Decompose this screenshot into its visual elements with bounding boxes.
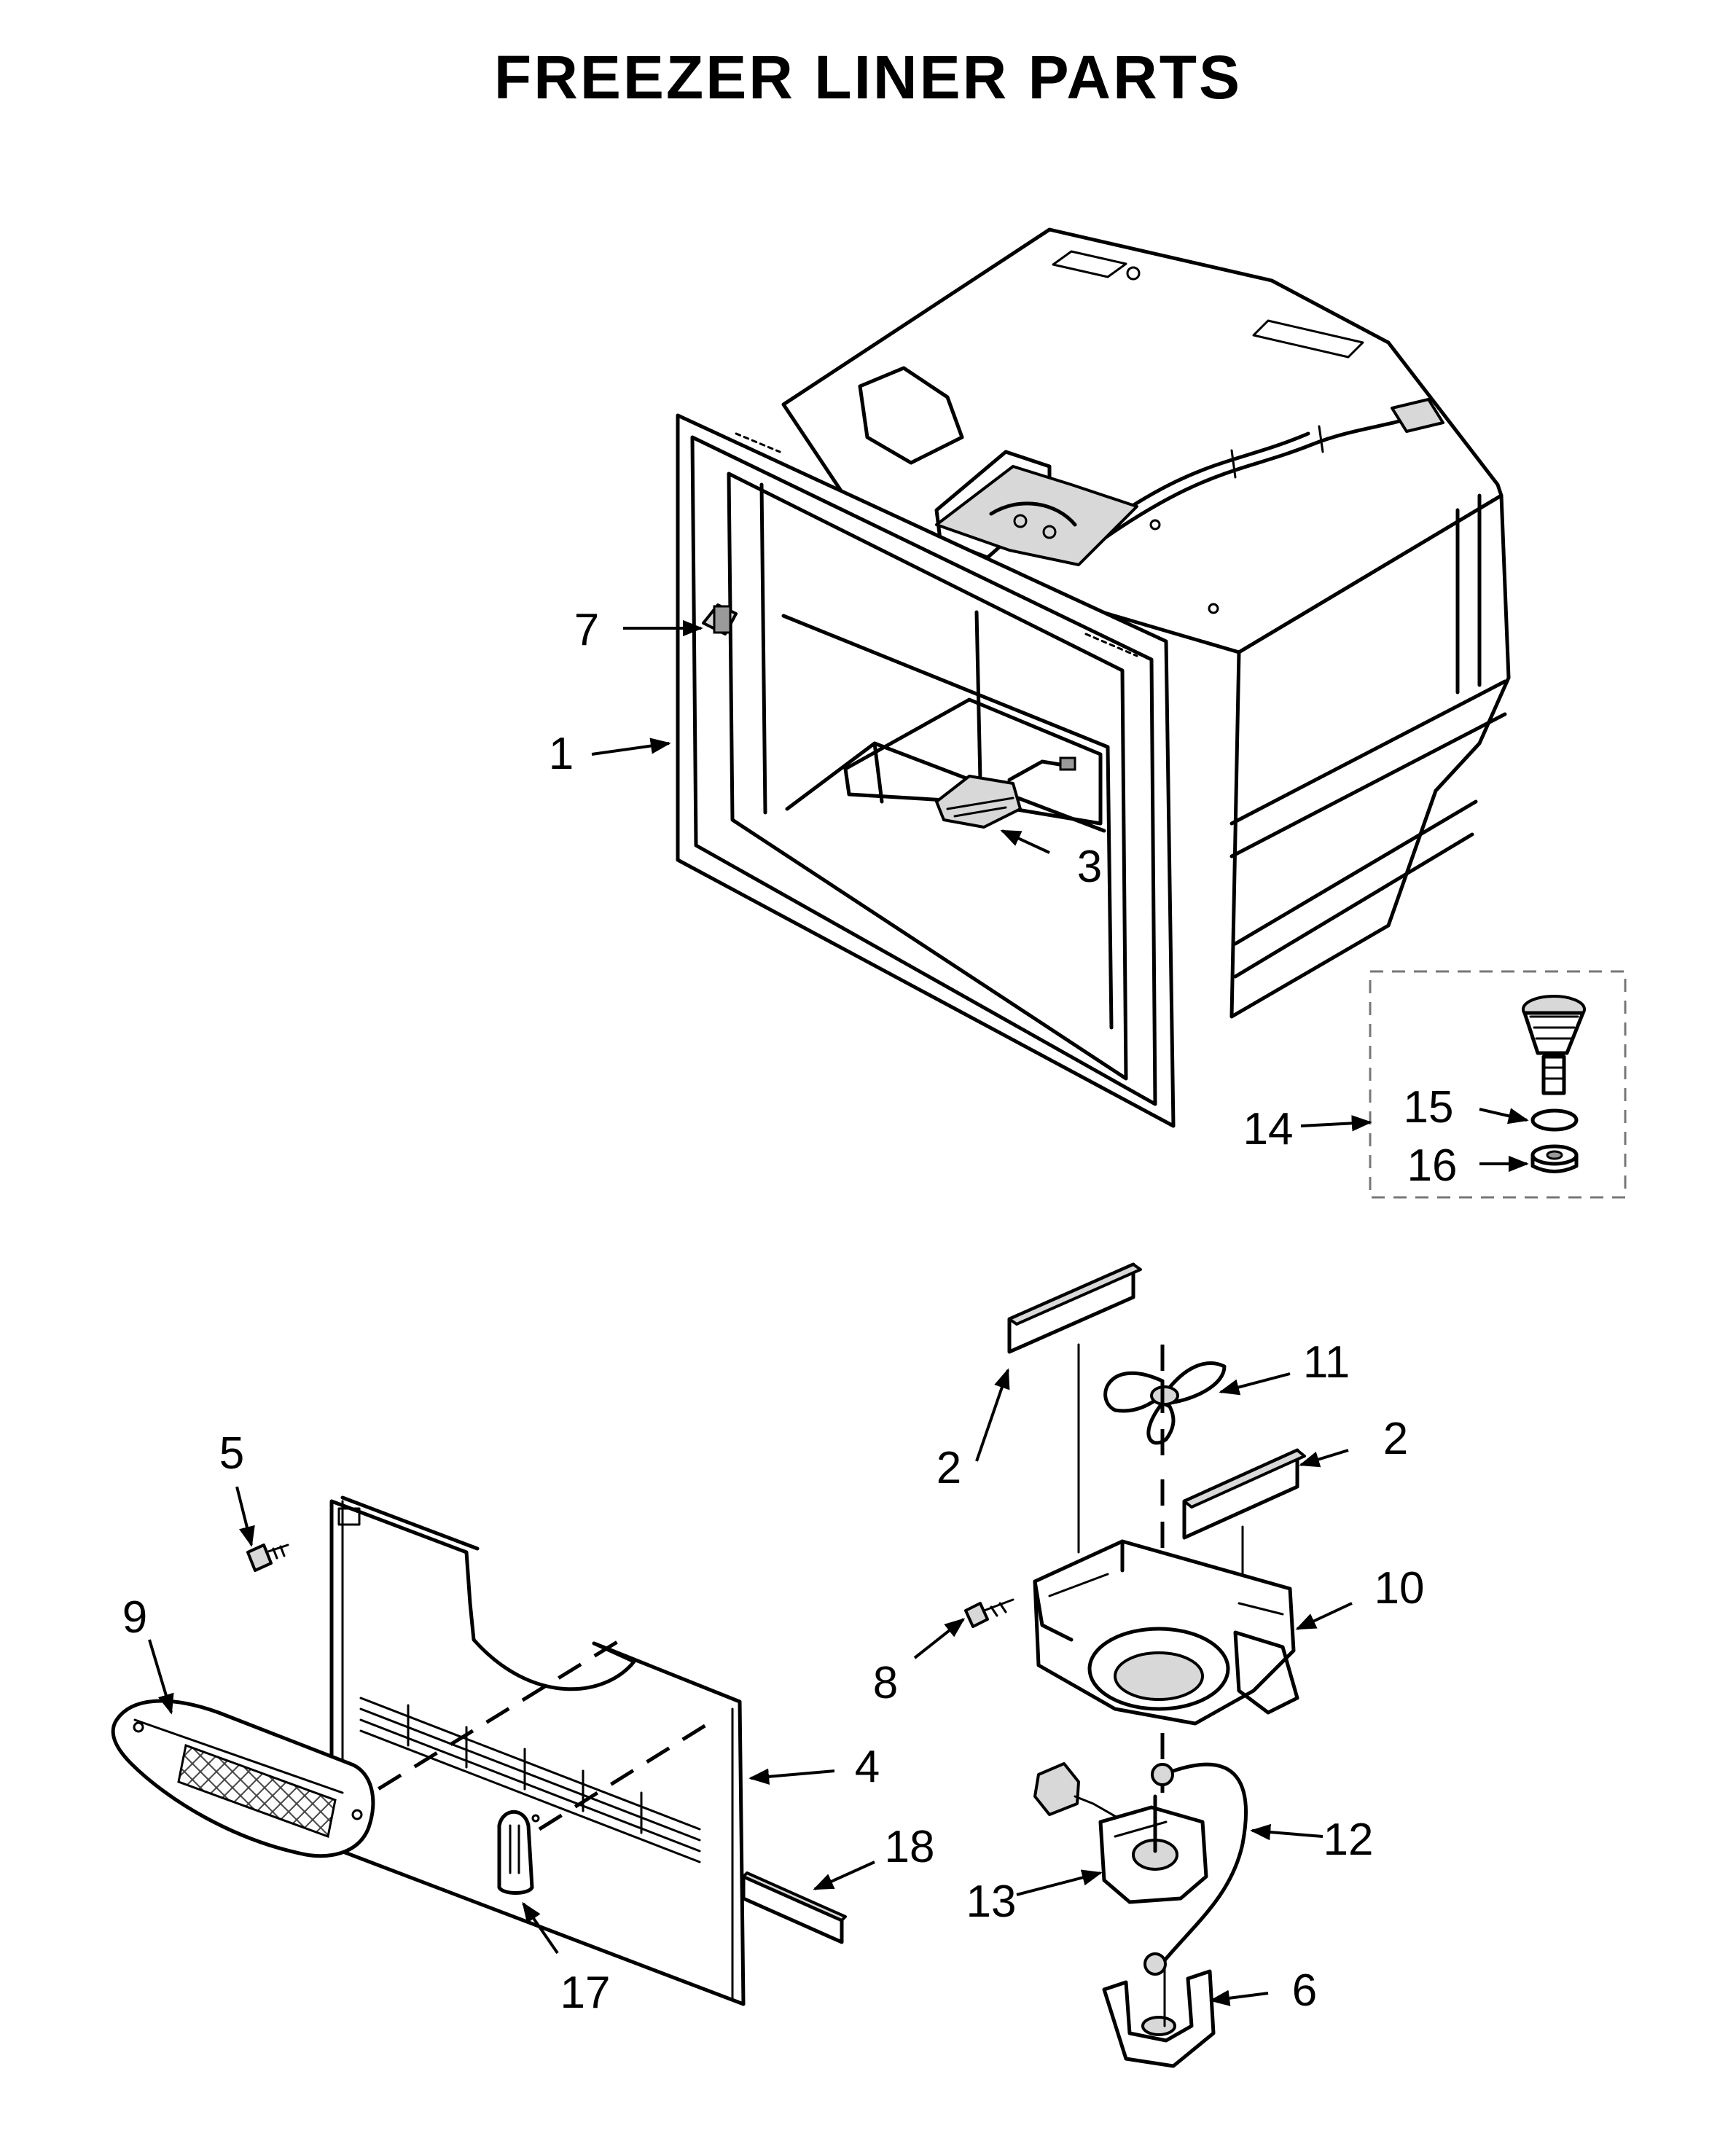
callout-3: 3 (1077, 842, 1102, 892)
insulation-pad-right (1182, 1448, 1306, 1540)
callout-4: 4 (855, 1742, 880, 1792)
fan-motor (1033, 1762, 1208, 1904)
freezer-liner (676, 227, 1511, 1128)
callout-2b: 2 (1383, 1414, 1408, 1464)
page-title: FREEZER LINER PARTS (494, 43, 1242, 112)
drain-plug (1530, 1144, 1579, 1173)
door-switch (702, 603, 738, 635)
callout-2a: 2 (937, 1443, 961, 1493)
part-17 (497, 1810, 540, 1895)
callout-15: 15 (1404, 1082, 1454, 1132)
callout-1: 1 (549, 729, 574, 779)
callout-14: 14 (1243, 1104, 1294, 1154)
o-ring (1530, 1108, 1579, 1132)
callout-12: 12 (1323, 1815, 1374, 1865)
callout-18: 18 (885, 1822, 935, 1872)
fan-shroud (1033, 1539, 1299, 1726)
callout-16: 16 (1407, 1141, 1458, 1191)
callout-17: 17 (560, 1968, 611, 2018)
foam-strip (741, 1871, 847, 1944)
callout-13: 13 (966, 1877, 1017, 1927)
callout-7: 7 (574, 605, 599, 655)
sensor-assembly (935, 610, 1076, 829)
wire-harness (1143, 1762, 1248, 1976)
motor-bracket (1102, 1966, 1216, 2068)
callout-arrows (148, 619, 1529, 2006)
drain-strainer (1522, 995, 1586, 1095)
rear-panel (329, 1495, 746, 2006)
fan-blade (1103, 1361, 1227, 1445)
front-grille (111, 1699, 375, 1858)
screw-5 (246, 1544, 289, 1572)
callout-6: 6 (1292, 1965, 1317, 2016)
callout-9: 9 (122, 1592, 147, 1643)
callout-10: 10 (1375, 1563, 1425, 1613)
callout-8: 8 (873, 1658, 898, 1708)
screw-8 (964, 1598, 1014, 1628)
callout-11: 11 (1303, 1337, 1350, 1388)
drain-inset (1369, 970, 1627, 1199)
insulation-pad-top (1007, 1262, 1142, 1354)
callout-5: 5 (219, 1428, 244, 1479)
